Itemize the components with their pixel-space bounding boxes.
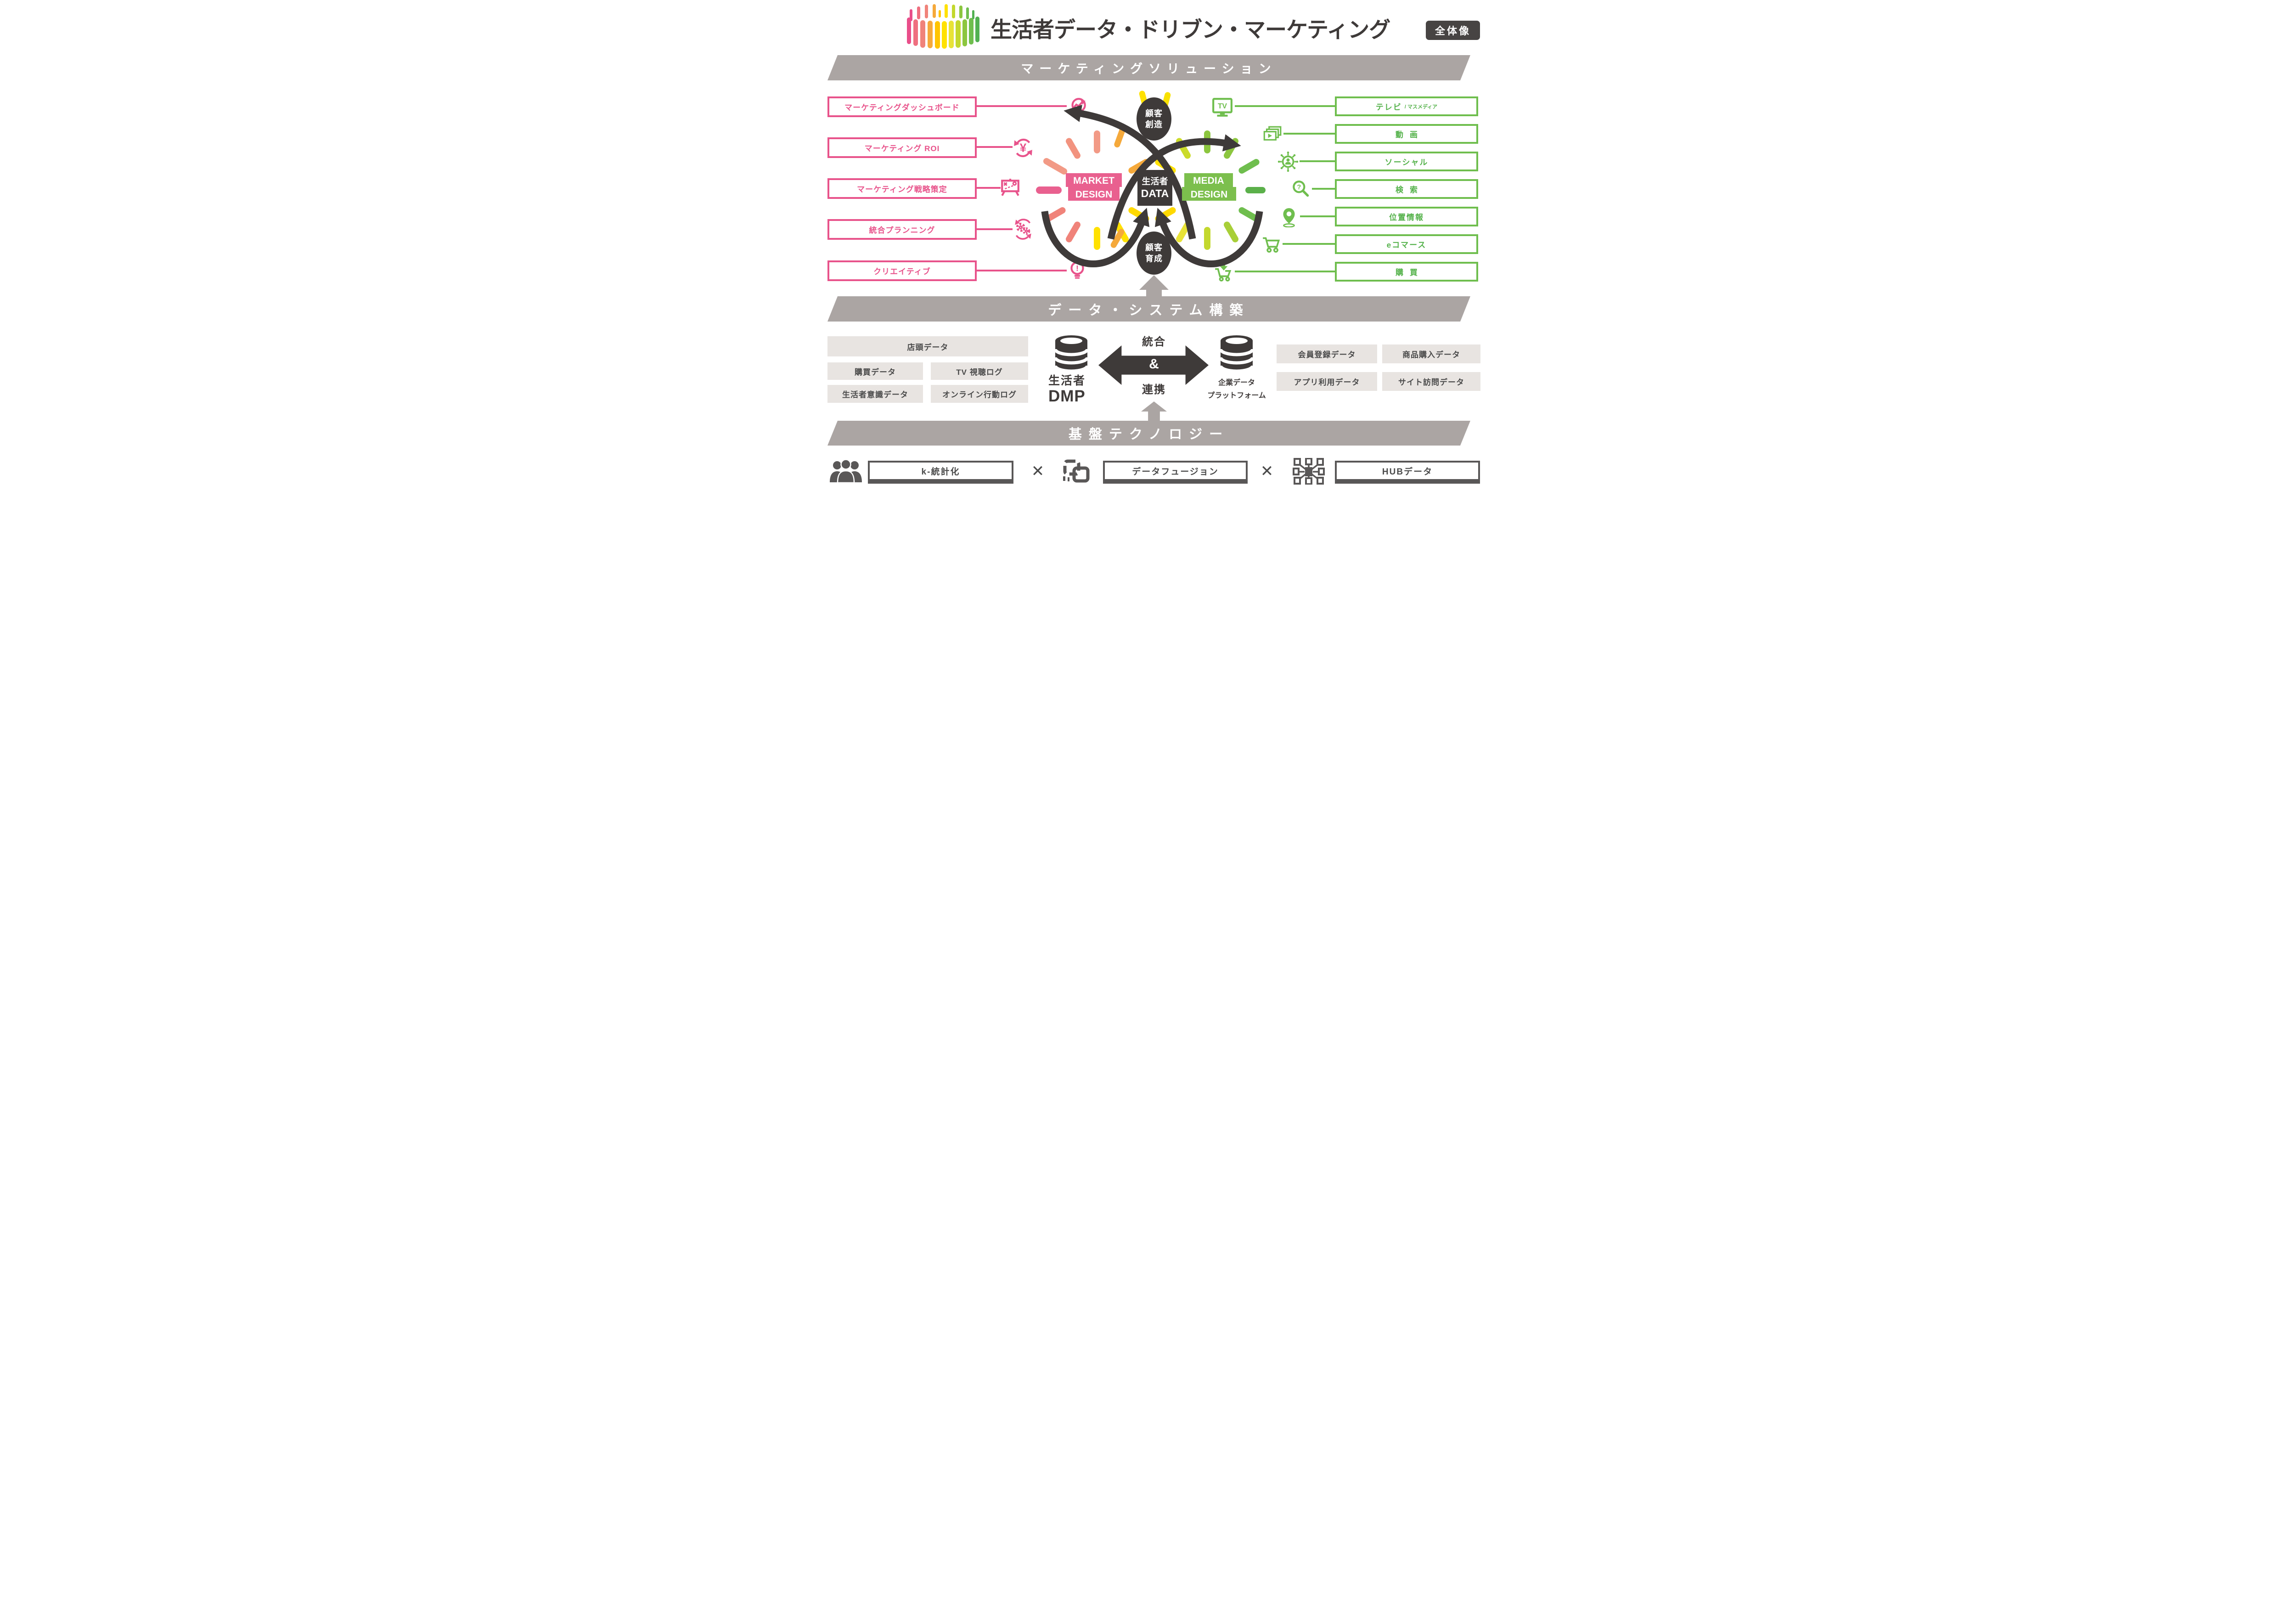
connector-line — [1300, 215, 1335, 217]
dmp-label: 生活者 DMP — [1048, 374, 1086, 405]
solution-box-planning: 統合プランニング — [827, 219, 977, 240]
connector-line — [977, 270, 1067, 271]
people-group-icon — [830, 459, 862, 483]
media-box-tv-label: テレビ — [1375, 103, 1402, 112]
cycle-arrows — [1041, 105, 1263, 267]
seikatsusha-data-line2: DATA — [1141, 187, 1169, 199]
customer-creation-line2: 創造 — [1145, 119, 1163, 129]
solution-box-strategy: マーケティング戦略策定 — [827, 178, 977, 199]
page-title: 生活者データ・ドリブン・マーケティング — [990, 17, 1390, 42]
dmp-label-line1: 生活者 — [1048, 374, 1086, 387]
multiply-glyph: ✕ — [1261, 463, 1274, 479]
banner-marketing-solutions: マーケティングソリューション — [827, 55, 1470, 80]
media-box-search: 検索 — [1335, 179, 1478, 199]
solution-box-roi: マーケティング ROI — [827, 137, 977, 158]
dmp-label-line2: DMP — [1048, 387, 1086, 405]
market-design-box — [1066, 173, 1122, 187]
market-media-cycle-diagram: 顧客 創造 顧客 育成 MARKET DESIGN 生活者 DATA MEDIA… — [1036, 90, 1266, 296]
customer-nurture-circle — [1137, 232, 1171, 275]
customer-creation-circle — [1137, 97, 1171, 141]
customer-creation-line1: 顧客 — [1145, 108, 1163, 118]
technology-box-k-anonymization: k-統計化 — [868, 461, 1013, 481]
connector-line — [977, 187, 1001, 189]
yen-glyph: ¥ — [1020, 141, 1027, 154]
media-box-tv-suffix: / マスメディア — [1404, 104, 1438, 110]
connector-line — [977, 228, 1013, 230]
media-box-ecommerce: eコマース — [1335, 234, 1478, 254]
enterprise-platform-label: 企業データ プラットフォーム — [1202, 377, 1272, 402]
data-source-onlinelog: オンライン行動ログ — [931, 385, 1028, 403]
video-icon — [1263, 126, 1282, 141]
ecommerce-cart-icon — [1263, 237, 1280, 253]
multiply-icon: ✕ — [1031, 463, 1045, 479]
media-box-tv: テレビ / マスメディア — [1335, 96, 1478, 116]
tv-icon: TV — [1212, 98, 1232, 117]
rainbow-cylinder-logo — [907, 4, 979, 49]
hub-network-icon — [1293, 458, 1325, 485]
enterprise-database-icon — [1219, 335, 1255, 373]
solution-box-dashboard: マーケティングダッシュボード — [827, 96, 977, 117]
integration-word-mid: & — [1149, 356, 1159, 372]
media-design-box — [1182, 187, 1236, 201]
connector-line — [977, 146, 1013, 148]
multiply-glyph: ✕ — [1031, 463, 1045, 479]
infographic-page: 生活者データ・ドリブン・マーケティング 全体像 マーケティングソリューション デ… — [793, 0, 1503, 490]
radial-bars — [1036, 127, 1149, 250]
social-icon — [1277, 151, 1299, 172]
market-design-line2: DESIGN — [1075, 189, 1113, 200]
data-source-tvlog: TV 視聴ログ — [931, 362, 1028, 380]
dmp-database-icon — [1053, 335, 1089, 373]
customer-nurture-line2: 育成 — [1145, 254, 1163, 263]
media-box-video: 動画 — [1335, 124, 1478, 144]
customer-nurture-line1: 顧客 — [1145, 243, 1163, 252]
enterprise-label-line1: 企業データ — [1218, 379, 1255, 387]
banner-data-system: データ・システム構築 — [827, 296, 1470, 322]
media-box-social: ソーシャル — [1335, 152, 1478, 171]
data-source-member: 会員登録データ — [1277, 344, 1377, 363]
banner-technology: 基盤テクノロジー — [827, 421, 1470, 446]
overview-badge: 全体像 — [1426, 21, 1480, 40]
technology-box-hub-data: HUBデータ — [1335, 461, 1480, 481]
solution-box-creative: クリエイティブ — [827, 260, 977, 281]
connector-line — [1283, 243, 1335, 245]
data-source-product: 商品購入データ — [1382, 344, 1480, 363]
media-box-location: 位置情報 — [1335, 207, 1478, 226]
media-design-box — [1184, 173, 1233, 187]
question-glyph: ? — [1297, 184, 1301, 191]
media-design-line1: MEDIA — [1193, 175, 1224, 186]
media-box-purchase: 購買 — [1335, 262, 1478, 282]
search-icon: ? — [1293, 181, 1309, 197]
data-source-site: サイト訪問データ — [1382, 372, 1480, 391]
connector-line — [1235, 271, 1335, 272]
media-design-line2: DESIGN — [1191, 189, 1228, 200]
connector-line — [1235, 105, 1335, 107]
connector-line — [1283, 133, 1335, 135]
strategy-board-icon — [1001, 179, 1019, 196]
integration-word-bottom: 連携 — [1132, 379, 1176, 397]
yen-cycle-icon: ¥ — [1014, 138, 1032, 158]
market-design-box — [1068, 187, 1120, 201]
data-fusion-icon — [1063, 459, 1090, 483]
data-source-app: アプリ利用データ — [1277, 372, 1377, 391]
purchase-cart-icon — [1215, 263, 1232, 282]
connector-line — [1312, 188, 1335, 190]
location-icon — [1283, 208, 1295, 227]
multiply-icon: ✕ — [1261, 463, 1274, 479]
gears-cycle-icon — [1015, 219, 1031, 240]
exclamation-glyph: ! — [1076, 264, 1079, 273]
market-design-line1: MARKET — [1073, 175, 1114, 186]
data-source-store: 店頭データ — [827, 336, 1028, 356]
enterprise-label-line2: プラットフォーム — [1207, 392, 1266, 400]
seikatsusha-data-box — [1137, 170, 1172, 206]
data-source-purchase: 購買データ — [827, 362, 923, 380]
integration-word-top: 統合 — [1132, 332, 1176, 350]
technology-box-data-fusion: データフュージョン — [1103, 461, 1248, 481]
data-source-attitude: 生活者意識データ — [827, 385, 923, 403]
tv-glyph: TV — [1218, 102, 1227, 110]
up-arrow — [1139, 275, 1169, 296]
up-arrow — [1141, 401, 1167, 421]
connector-line — [977, 105, 1067, 107]
seikatsusha-data-line1: 生活者 — [1142, 176, 1168, 186]
connector-line — [1300, 160, 1335, 162]
